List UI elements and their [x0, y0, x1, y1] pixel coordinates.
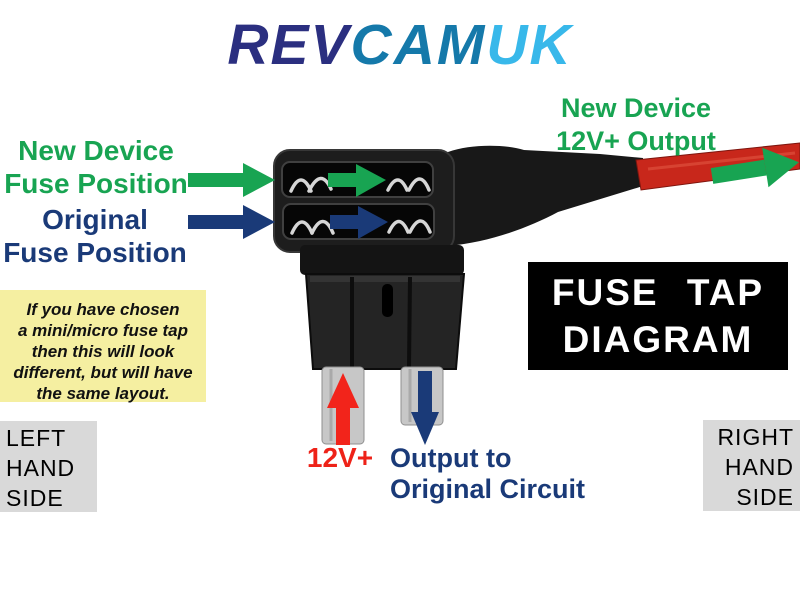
output-circuit-arrow	[411, 371, 439, 445]
output-original-circuit-label: Output to Original Circuit	[390, 443, 620, 505]
left-hand-side-line2: HAND	[6, 455, 76, 481]
note-line2: a mini/micro fuse tap	[17, 321, 189, 340]
plug-collar	[300, 245, 464, 275]
slot-arrow-green	[328, 164, 386, 197]
brand-logo-cam: CAM	[350, 13, 487, 77]
new-device-fuse-position-line1: New Device	[18, 135, 174, 166]
right-hand-side-line3: SIDE	[736, 484, 794, 510]
left-hand-side-line1: LEFT	[6, 425, 67, 451]
new-device-fuse-position-line2: Fuse Position	[4, 168, 188, 199]
original-fuse-position-label: Original Fuse Position	[0, 203, 190, 269]
new-device-position-arrow	[188, 163, 275, 197]
original-position-arrow	[188, 205, 275, 239]
new-device-output-label: New Device 12V+ Output	[540, 92, 732, 158]
plug-body-highlight	[310, 276, 460, 282]
title-line1: FUSE TAP	[551, 272, 765, 313]
note-line4: different, but will have	[13, 363, 193, 382]
plug-body	[304, 273, 466, 370]
right-hand-side-box: RIGHT HAND SIDE	[703, 420, 800, 511]
right-hand-side-line2: HAND	[724, 454, 794, 480]
supply-12v-label: 12V+	[306, 442, 374, 473]
new-device-output-arrow	[710, 147, 799, 188]
note-line1: If you have chosen	[26, 300, 180, 319]
slot-original-contacts	[290, 219, 432, 235]
plug-body-ridges	[350, 276, 412, 368]
plug-slot-hole	[382, 284, 393, 317]
output-original-line1: Output to	[390, 443, 512, 473]
new-device-output-line1: New Device	[560, 93, 712, 123]
left-hand-side-box: LEFT HAND SIDE	[0, 421, 97, 512]
note-line5: the same layout.	[36, 384, 170, 403]
right-hand-side-line1: RIGHT	[717, 424, 794, 450]
note-line3: then this will look	[31, 342, 175, 361]
title-line2: DIAGRAM	[562, 319, 754, 360]
new-device-fuse-position-label: New Device Fuse Position	[0, 134, 192, 200]
brand-logo-rev: REV	[227, 13, 351, 77]
slot-arrow-blue	[330, 206, 388, 239]
supply-arrow	[327, 373, 359, 445]
output-original-line2: Original Circuit	[390, 474, 586, 504]
brand-logo: REVCAMUK	[0, 12, 800, 78]
wire-boot	[448, 145, 643, 246]
fuse-tap-diagram-title-box: FUSE TAP DIAGRAM	[528, 262, 788, 370]
brand-logo-uk: UK	[486, 13, 573, 77]
mini-micro-note: If you have chosen a mini/micro fuse tap…	[0, 290, 206, 403]
original-fuse-position-line2: Fuse Position	[3, 237, 187, 268]
new-device-output-line2: 12V+ Output	[556, 126, 716, 156]
left-hand-side-line3: SIDE	[6, 485, 64, 511]
original-fuse-position-line1: Original	[42, 204, 148, 235]
red-wire	[635, 142, 800, 191]
